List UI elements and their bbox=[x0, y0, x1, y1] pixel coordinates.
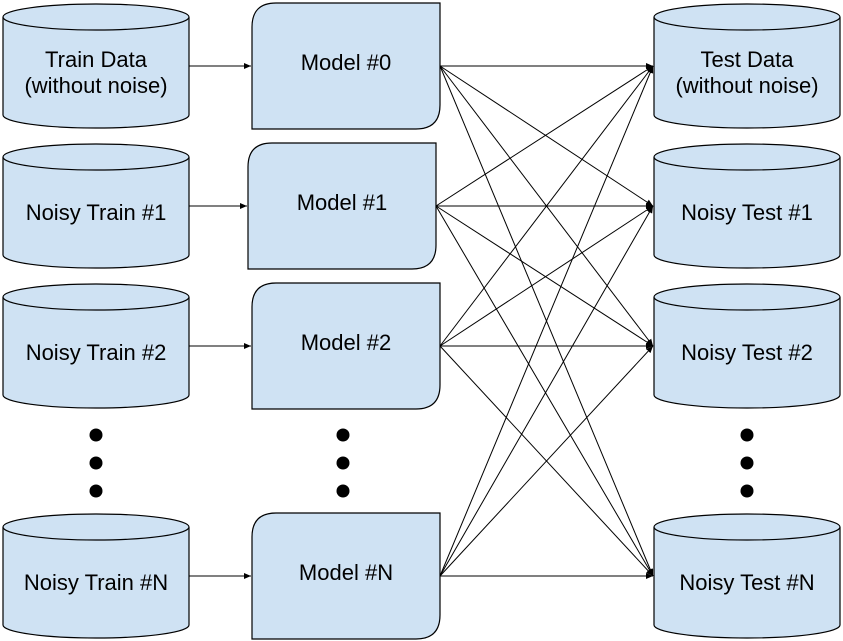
edge-model-3-to-test-1 bbox=[439, 205, 654, 577]
ellipsis-layer bbox=[89, 428, 754, 498]
edge-model-2-to-test-1 bbox=[439, 205, 654, 347]
train-ellipsis-dot-2 bbox=[89, 484, 103, 498]
train-set-1-body bbox=[2, 157, 190, 269]
model-2: Model #2 bbox=[251, 282, 441, 410]
test-set-2: Noisy Test #2 bbox=[653, 283, 841, 409]
test-set-2-body bbox=[653, 297, 841, 409]
test-set-2-label-line-0: Noisy Test #2 bbox=[681, 340, 813, 365]
train-set-2-label-line-0: Noisy Train #2 bbox=[26, 340, 167, 365]
test-set-0-body bbox=[653, 17, 841, 129]
edge-model-2-to-test-0 bbox=[439, 65, 654, 347]
edge-model-1-to-test-3 bbox=[435, 205, 654, 577]
test-set-1: Noisy Test #1 bbox=[653, 143, 841, 269]
test-ellipsis-dot-2 bbox=[740, 484, 754, 498]
train-set-1: Noisy Train #1 bbox=[2, 143, 190, 269]
test-ellipsis-dot-1 bbox=[740, 456, 754, 470]
train-set-0-label-line-0: Train Data bbox=[45, 47, 148, 72]
model-1-shape bbox=[247, 142, 437, 270]
model-1: Model #1 bbox=[247, 142, 437, 270]
model-2-label-line-0: Model #2 bbox=[301, 330, 392, 355]
train-set-2-body bbox=[2, 297, 190, 409]
test-set-3-body bbox=[653, 527, 841, 639]
test-set-0-top bbox=[653, 3, 841, 31]
edges-layer bbox=[189, 63, 654, 579]
test-set-2-top bbox=[653, 283, 841, 311]
test-set-3-top bbox=[653, 513, 841, 541]
train-ellipsis-dot-0 bbox=[89, 428, 103, 442]
train-set-1-label-line-0: Noisy Train #1 bbox=[26, 200, 167, 225]
model-1-label-line-0: Model #1 bbox=[297, 190, 388, 215]
train-set-0-top bbox=[2, 3, 190, 31]
test-set-0-label-line-0: Test Data bbox=[701, 47, 795, 72]
model-ellipsis-dot-2 bbox=[336, 484, 350, 498]
model-3: Model #N bbox=[251, 512, 441, 640]
train-set-0-label-line-1: (without noise) bbox=[24, 73, 167, 98]
test-set-3: Noisy Test #N bbox=[653, 513, 841, 639]
test-set-0: Test Data(without noise) bbox=[653, 3, 841, 129]
train-set-1-top bbox=[2, 143, 190, 171]
test-set-1-label-line-0: Noisy Test #1 bbox=[681, 200, 813, 225]
train-set-0-body bbox=[2, 17, 190, 129]
model-ellipsis-dot-0 bbox=[336, 428, 350, 442]
train-ellipsis-dot-1 bbox=[89, 456, 103, 470]
model-0-shape bbox=[251, 2, 441, 130]
edge-model-1-to-test-2 bbox=[435, 205, 654, 347]
test-set-0-label-line-1: (without noise) bbox=[675, 73, 818, 98]
model-ellipsis-dot-1 bbox=[336, 456, 350, 470]
model-3-label-line-0: Model #N bbox=[299, 560, 393, 585]
train-set-2-top bbox=[2, 283, 190, 311]
test-ellipsis-dot-0 bbox=[740, 428, 754, 442]
test-set-3-label-line-0: Noisy Test #N bbox=[679, 570, 814, 595]
edge-model-3-to-test-2 bbox=[439, 345, 654, 577]
train-set-3-body bbox=[2, 527, 190, 639]
train-set-2: Noisy Train #2 bbox=[2, 283, 190, 409]
test-set-1-body bbox=[653, 157, 841, 269]
train-set-3-top bbox=[2, 513, 190, 541]
edge-model-0-to-test-1 bbox=[439, 65, 654, 207]
model-0: Model #0 bbox=[251, 2, 441, 130]
train-set-0: Train Data(without noise) bbox=[2, 3, 190, 129]
model-0-label-line-0: Model #0 bbox=[301, 50, 392, 75]
edge-model-3-to-test-0 bbox=[439, 65, 654, 577]
edge-model-1-to-test-0 bbox=[435, 65, 654, 207]
test-set-1-top bbox=[653, 143, 841, 171]
model-2-shape bbox=[251, 282, 441, 410]
model-3-shape bbox=[251, 512, 441, 640]
train-set-3: Noisy Train #N bbox=[2, 513, 190, 639]
train-set-3-label-line-0: Noisy Train #N bbox=[24, 570, 168, 595]
